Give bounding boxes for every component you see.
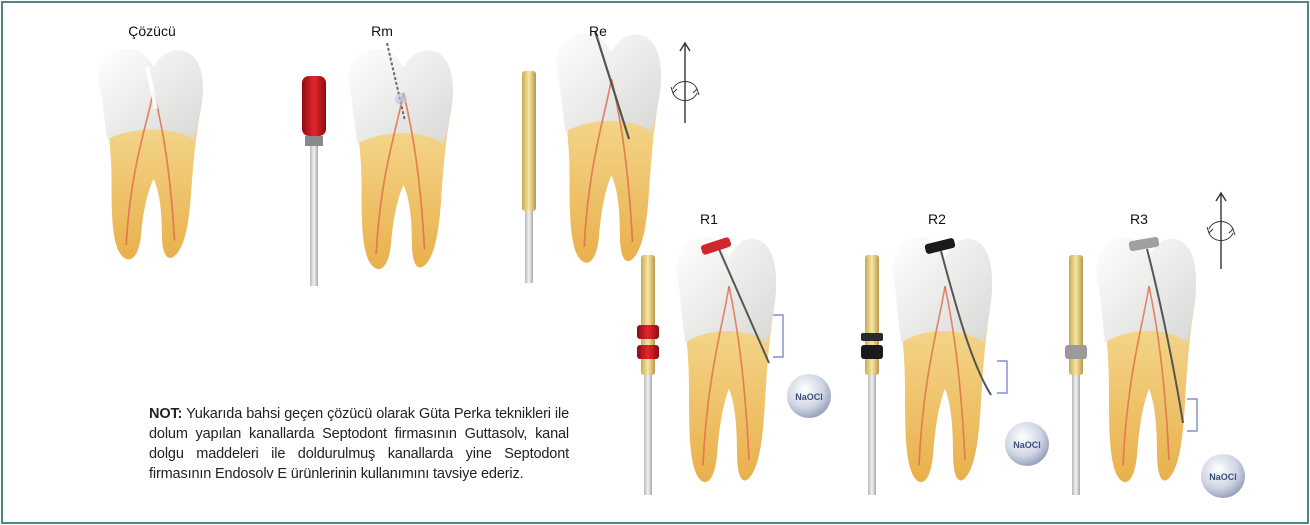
file-r1-handle [637,255,659,495]
svg-text:NaOCl: NaOCl [1209,472,1237,482]
naocl-ball-2: NaOCl [1005,422,1049,466]
rotation-arrow-icon [1207,193,1235,269]
rotation-arrow-icon [671,43,699,123]
file-rm-handle [302,76,326,286]
svg-text:NaOCl: NaOCl [1013,440,1041,450]
tooth-rm [348,49,452,269]
tooth-r1 [677,237,777,482]
label-r1: R1 [700,211,718,227]
tooth-re [556,33,660,262]
tooth-solvent [98,49,202,259]
svg-text:NaOCl: NaOCl [795,392,823,402]
measure-bracket-r3 [1187,399,1197,431]
note-prefix: NOT: [149,406,182,422]
measure-bracket-r2 [997,361,1007,393]
note-text: Yukarıda bahsi geçen çözücü olarak Güta … [149,406,569,482]
naocl-ball-3: NaOCl [1201,454,1245,498]
tooth-r3 [1097,237,1197,482]
label-r3: R3 [1130,211,1148,227]
file-r2-handle [861,255,883,495]
tooth-r2 [893,237,993,482]
label-rm: Rm [371,23,393,39]
label-solvent: Çözücü [128,23,175,39]
file-r3-handle [1065,255,1087,495]
label-re: Re [589,23,607,39]
naocl-ball-1: NaOCl [787,374,831,418]
label-r2: R2 [928,211,946,227]
file-re-handle [522,71,536,283]
measure-bracket-r1 [773,315,783,357]
note-paragraph: NOT: Yukarıda bahsi geçen çözücü olarak … [149,404,569,484]
